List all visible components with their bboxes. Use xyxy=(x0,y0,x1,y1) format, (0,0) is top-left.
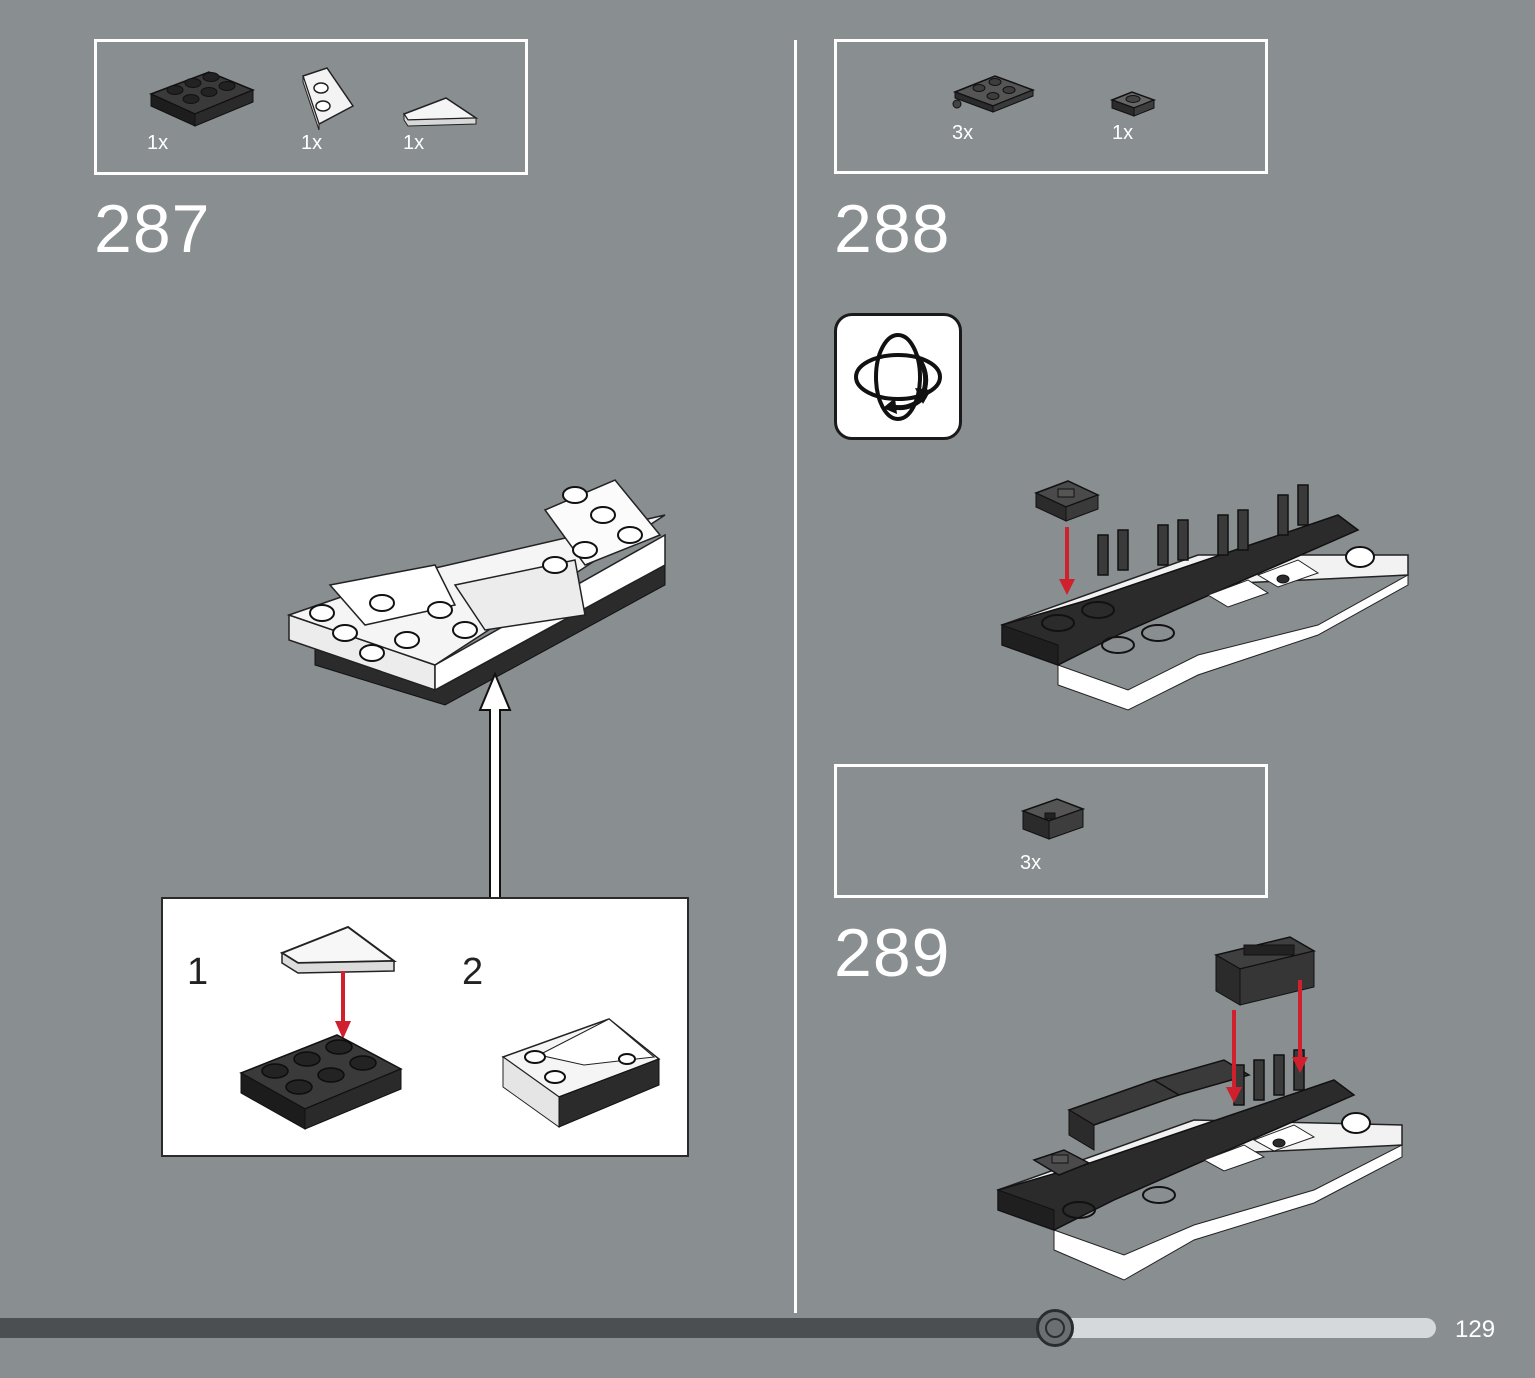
dark-plate-2x2-pin-icon xyxy=(952,75,1036,113)
rotate-model-icon xyxy=(834,313,962,440)
step-288-parts-box: 3x 1x xyxy=(834,39,1268,174)
white-wedge-tile-icon xyxy=(402,97,479,127)
substep-box: 1 2 xyxy=(161,897,689,1157)
progress-fill xyxy=(0,1318,1055,1338)
part-qty: 1x xyxy=(1112,122,1134,144)
white-wedge-plate-icon xyxy=(302,67,355,131)
step-287-model xyxy=(286,479,666,706)
dark-tile-1x1-icon xyxy=(1109,91,1157,117)
step-288-model xyxy=(1000,480,1409,711)
part-qty: 1x xyxy=(147,132,169,154)
part-qty: 3x xyxy=(952,122,974,144)
progress-knob xyxy=(1036,1309,1074,1347)
substep-number: 1 xyxy=(187,951,209,993)
black-plate-2x3-icon xyxy=(149,71,255,127)
assembly-arrow xyxy=(478,671,512,899)
page-divider xyxy=(794,40,797,1313)
part-qty: 1x xyxy=(301,132,323,154)
red-down-arrow xyxy=(335,971,351,1039)
rotate-arrows-icon xyxy=(854,333,942,421)
black-plate-2x3-icon xyxy=(239,1034,403,1130)
substep-2-model xyxy=(501,1018,661,1128)
page-number: 129 xyxy=(1455,1316,1496,1343)
white-wedge-tile-icon xyxy=(279,925,397,974)
step-287-parts-box: 1x 1x 1x xyxy=(94,39,528,175)
step-289-parts-box: 3x xyxy=(834,764,1268,898)
step-number: 289 xyxy=(834,915,951,991)
part-qty: 3x xyxy=(1020,852,1042,874)
step-number: 287 xyxy=(94,191,211,267)
part-qty: 1x xyxy=(403,132,425,154)
substep-number: 2 xyxy=(462,951,484,993)
step-289-model xyxy=(996,936,1403,1281)
dark-bracket-icon xyxy=(1020,798,1086,840)
step-number: 288 xyxy=(834,191,951,267)
